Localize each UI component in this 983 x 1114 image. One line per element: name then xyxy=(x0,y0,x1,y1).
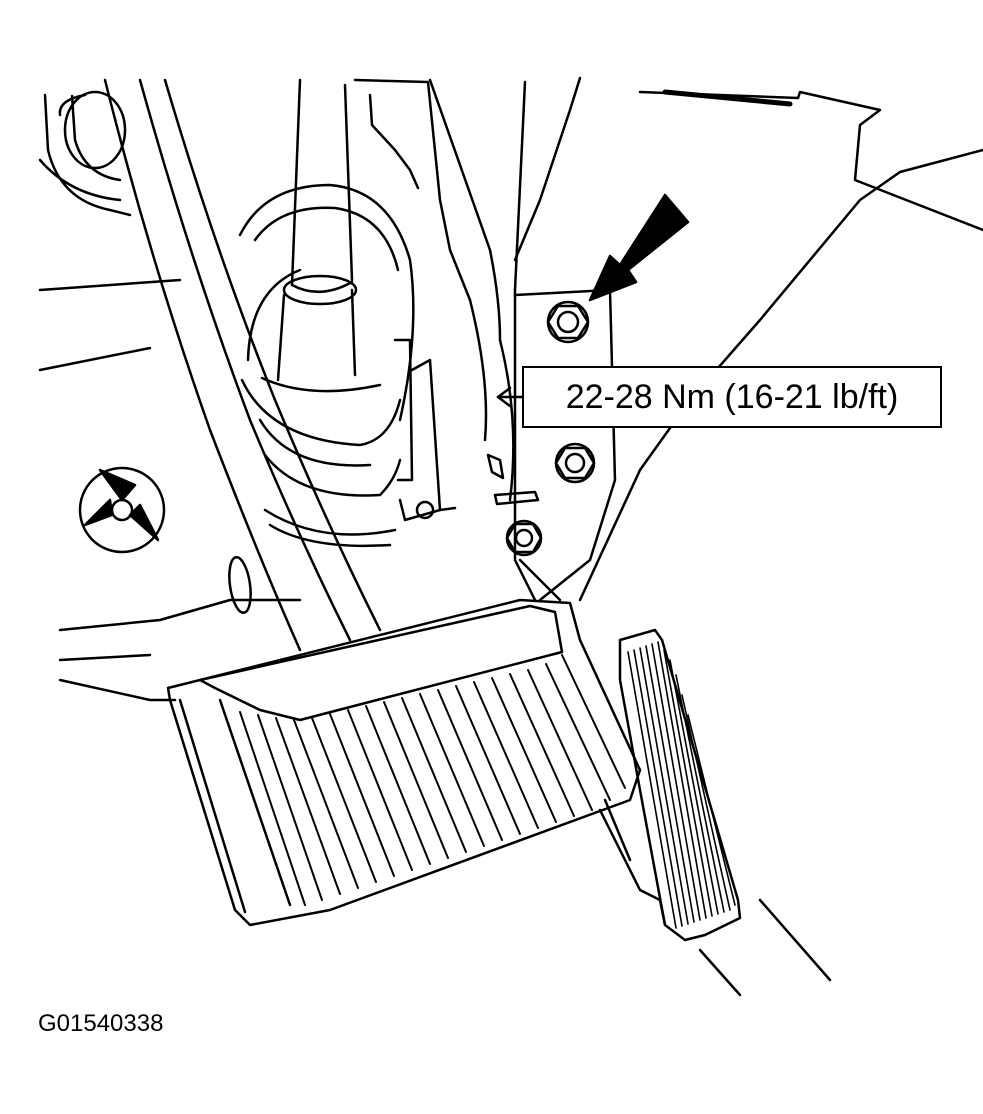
stud-bolt xyxy=(488,455,538,504)
secondary-pedal-ribs xyxy=(628,642,735,928)
secondary-pedal xyxy=(600,630,830,995)
nut-icon xyxy=(507,521,541,555)
callout-leader xyxy=(498,388,522,406)
arrow-pointer-icon xyxy=(590,195,688,300)
pedal-pad-ribs xyxy=(240,655,625,905)
rod-boot xyxy=(240,185,413,546)
pedal-arm xyxy=(105,80,380,650)
right-support xyxy=(515,82,615,600)
brake-pedal-pad xyxy=(168,600,640,925)
switch-bracket xyxy=(355,80,513,520)
nut-icon xyxy=(548,302,588,342)
torque-spec-label: 22-28 Nm (16-21 lb/ft) xyxy=(522,366,942,428)
upper-left-housing xyxy=(40,92,130,215)
push-rod xyxy=(278,80,356,380)
nut-icon xyxy=(556,444,594,482)
figure-id: G01540338 xyxy=(38,1010,164,1037)
star-knob xyxy=(80,468,164,552)
